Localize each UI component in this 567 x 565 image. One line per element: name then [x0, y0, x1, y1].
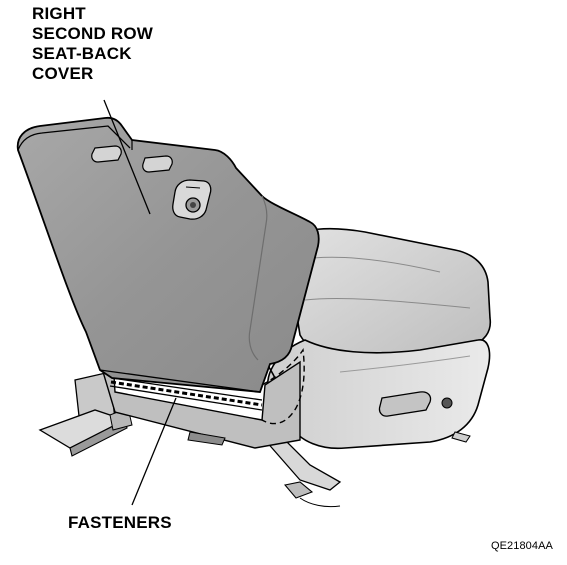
reference-code: QE21804AA [490, 540, 553, 552]
seat-back-cover-label-line: SEAT-BACK [32, 44, 132, 63]
seat-back-cover-label: RIGHT SECOND ROW SEAT-BACK COVER [32, 4, 153, 84]
seat-back-release-lever [172, 179, 212, 220]
fasteners-label: FASTENERS [68, 513, 172, 532]
leader-line-fasteners [131, 397, 177, 506]
hidden-edge-dashed-line [261, 348, 305, 425]
seat-back-cover [16, 116, 320, 393]
seat-back-cover-label-line: RIGHT [32, 4, 86, 23]
leader-line-seat-back-cover [103, 99, 151, 215]
seat-side-shell [249, 339, 491, 471]
seat-base-rail [263, 431, 471, 508]
seat-back-cover-label-line: COVER [32, 64, 94, 83]
seat-back-cover-label-line: SECOND ROW [32, 24, 153, 43]
headrest-guide-right [142, 155, 173, 173]
seat-leg-bracket [38, 371, 133, 457]
fastener-strip [109, 377, 263, 411]
headrest-guide-left [91, 145, 122, 163]
